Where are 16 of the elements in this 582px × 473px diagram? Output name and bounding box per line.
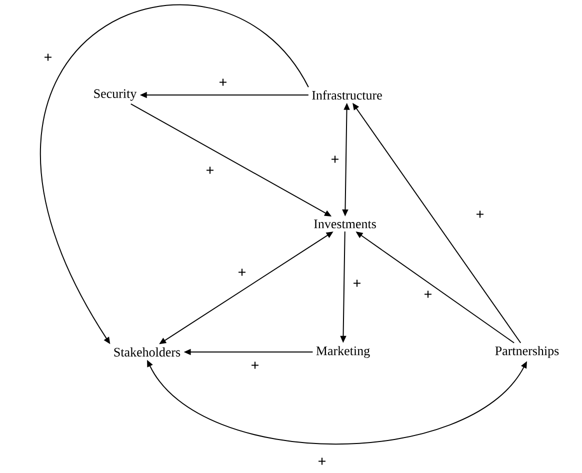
edge-label: + bbox=[236, 268, 248, 278]
node-label: Marketing bbox=[316, 346, 370, 358]
edge-label: + bbox=[352, 278, 362, 290]
edge-label: + bbox=[316, 456, 328, 468]
edge-label: + bbox=[330, 154, 340, 166]
edge-label: + bbox=[204, 166, 216, 176]
edge-label: + bbox=[422, 290, 434, 300]
edge-label: + bbox=[474, 210, 486, 220]
node-label: Stakeholders bbox=[114, 347, 180, 357]
edge-label: + bbox=[42, 52, 54, 64]
node-label: Infrastructure bbox=[312, 90, 382, 100]
edge-label: + bbox=[218, 78, 228, 88]
node-label: Security bbox=[94, 89, 137, 101]
node-label: Partnerships bbox=[495, 346, 559, 358]
edge-label: + bbox=[250, 360, 260, 372]
node-label: Investments bbox=[314, 220, 376, 228]
